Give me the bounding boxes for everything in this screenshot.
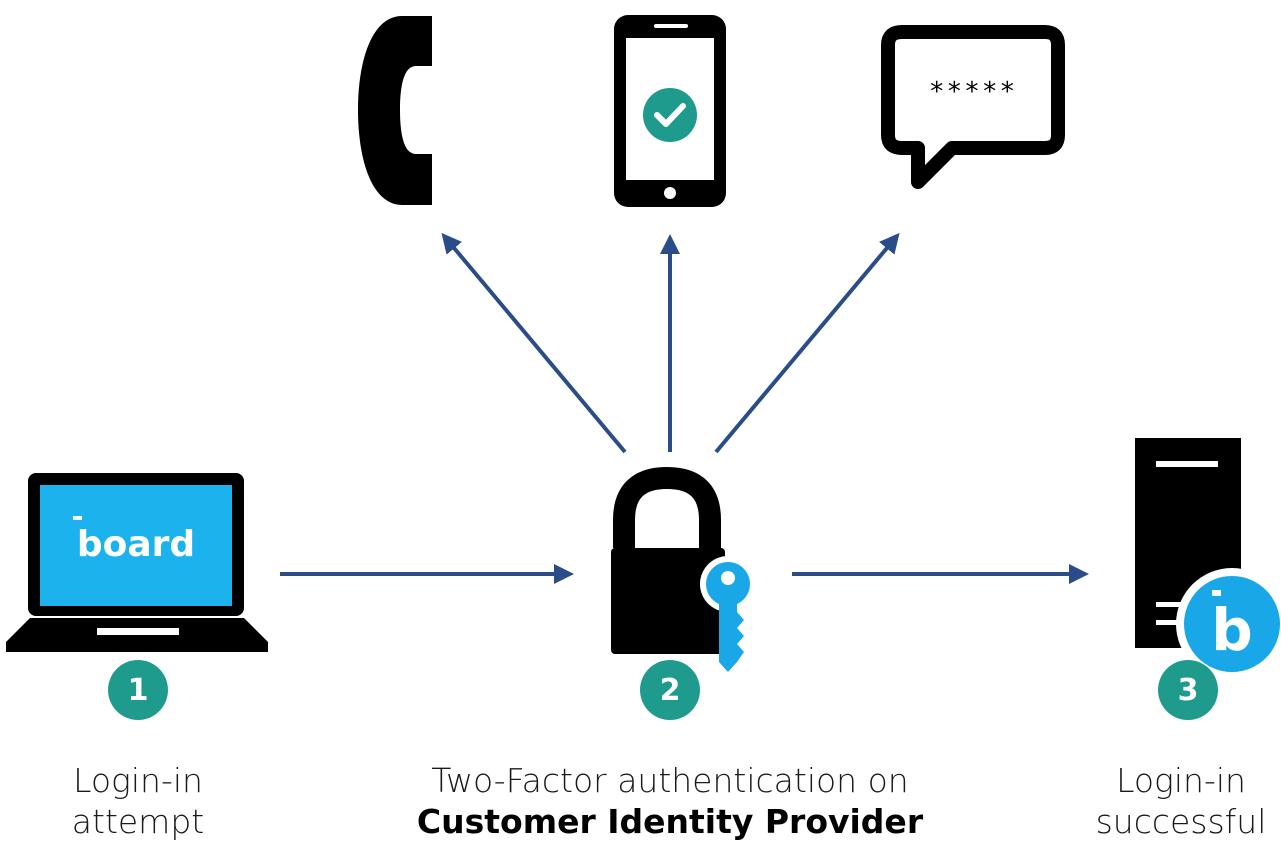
step-2-line1: Two-Factor authentication on (431, 761, 909, 800)
step-1-line1: Login-in (73, 761, 203, 800)
phone-handset-icon (358, 16, 432, 205)
key-icon (700, 556, 756, 672)
arrow-to-phone (441, 232, 627, 454)
chat-bubble-icon: ***** (881, 25, 1065, 189)
step-3-badge: 3 (1158, 660, 1218, 720)
step-2-caption: Two-Factor authentication on Customer Id… (365, 760, 975, 842)
step-3-line1: Login-in (1116, 761, 1246, 800)
padlock-icon (611, 466, 725, 654)
step-3-caption: Login-in successful (1081, 760, 1281, 842)
step-3-line2: successful (1095, 802, 1267, 841)
server-icon: b (1135, 438, 1281, 680)
step-2-line2: Customer Identity Provider (416, 802, 924, 841)
server-logo: b (1211, 596, 1253, 664)
board-logo: board (77, 524, 195, 565)
step-1-line2: attempt (71, 802, 205, 841)
laptop-icon: board (6, 473, 268, 652)
step-1-badge: 1 (108, 660, 168, 720)
sms-code: ***** (929, 77, 1017, 107)
smartphone-check-icon (614, 15, 726, 207)
step-2-badge: 2 (640, 660, 700, 720)
arrow-to-sms (714, 232, 900, 454)
step-1-caption: Login-in attempt (38, 760, 238, 842)
